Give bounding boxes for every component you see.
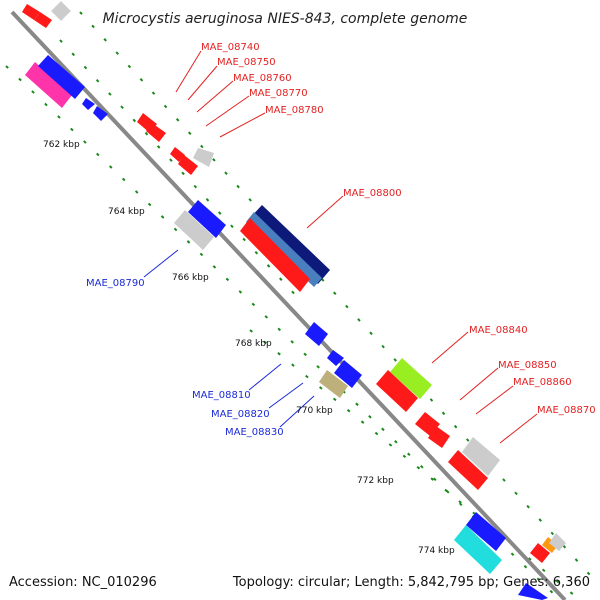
gene-label: MAE_08760: [233, 73, 292, 84]
scale-label: 768 kbp: [235, 339, 272, 349]
callout-lines-red: [175, 50, 538, 444]
scale-label: 764 kbp: [108, 207, 145, 217]
gene-label: MAE_08810: [192, 390, 251, 401]
gene-lime: [390, 358, 432, 399]
gene-label: MAE_08740: [201, 42, 260, 53]
scale-label: 772 kbp: [357, 476, 394, 486]
gene-orange: [542, 537, 558, 553]
genome-backbone: [10, 10, 567, 600]
scale-label: 774 kbp: [418, 546, 455, 556]
gene-cyan: [454, 525, 502, 574]
gene-forward-large: [448, 450, 488, 490]
tick-track-upper-outer: [79, 11, 591, 576]
gene-magenta: [25, 62, 72, 108]
gene-other: [51, 1, 71, 21]
scale-label: 762 kbp: [43, 140, 80, 150]
gene-label: MAE_08790: [86, 278, 145, 289]
scale-label: 766 kbp: [172, 273, 209, 283]
gene-forward-arrow: [376, 370, 418, 412]
gene-cluster-mid-lower: [305, 322, 362, 398]
gene-reverse-arrow: [38, 55, 85, 99]
gene-cluster-upper-center: [137, 113, 214, 175]
gene-labels: MAE_08740 MAE_08750 MAE_08760 MAE_08770 …: [86, 42, 596, 438]
gene-label: MAE_08830: [225, 427, 284, 438]
gene-cluster-right: [376, 358, 500, 490]
gene-other: [549, 533, 566, 551]
gene-label: MAE_08860: [513, 377, 572, 388]
gene-cluster-central: [240, 205, 330, 292]
gene-cluster-left-mid: [174, 200, 226, 250]
gene-label: MAE_08780: [265, 105, 324, 116]
gene-reverse-arrow: [305, 322, 328, 346]
gene-reverse-arrow: [188, 200, 226, 238]
gene-label: MAE_08840: [469, 325, 528, 336]
gene-label: MAE_08750: [217, 57, 276, 68]
topology-summary: Topology: circular; Length: 5,842,795 bp…: [232, 575, 590, 590]
scale-labels: 762 kbp 764 kbp 766 kbp 768 kbp 770 kbp …: [43, 140, 455, 556]
gene-other: [462, 437, 500, 476]
gene-khaki: [319, 370, 348, 398]
gene-reverse-arrow: [518, 583, 548, 600]
gene-reverse-arrow: [82, 98, 95, 110]
gene-reverse-arrow: [334, 360, 362, 388]
gene-reverse-dark: [250, 205, 330, 284]
gene-forward-large: [240, 218, 310, 292]
gene-forward-arrow: [170, 147, 185, 162]
gene-forward-arrow: [428, 426, 450, 448]
gene-label: MAE_08800: [343, 188, 402, 199]
gene-forward-arrow: [34, 12, 52, 28]
gene-forward-arrow: [530, 543, 550, 563]
scale-label: 770 kbp: [296, 406, 333, 416]
callout-lines-blue: [143, 249, 315, 428]
gene-reverse-arrow: [93, 106, 108, 121]
gene-forward-arrow: [146, 123, 166, 142]
gene-label: MAE_08850: [498, 360, 557, 371]
gene-reverse-steel: [246, 212, 322, 287]
gene-cluster-bottom-right: [454, 512, 566, 600]
gene-forward-arrow: [22, 4, 40, 20]
gene-label: MAE_08770: [249, 88, 308, 99]
gene-reverse-arrow: [327, 350, 344, 366]
gene-forward-arrow: [178, 155, 198, 175]
gene-other: [193, 148, 214, 167]
map-title: Microcystis aeruginosa NIES-843, complet…: [103, 11, 468, 27]
gene-reverse-arrow: [466, 512, 506, 551]
gene-cluster-left-upper: [25, 55, 108, 121]
gene-label: MAE_08820: [211, 409, 270, 420]
gene-other: [174, 210, 214, 250]
tick-track-upper-inner: [5, 65, 561, 600]
accession-label: Accession: NC_010296: [9, 575, 157, 590]
tick-tracks: [5, 11, 591, 600]
gene-label: MAE_08870: [537, 405, 596, 416]
gene-cluster-top-left: [22, 1, 71, 28]
